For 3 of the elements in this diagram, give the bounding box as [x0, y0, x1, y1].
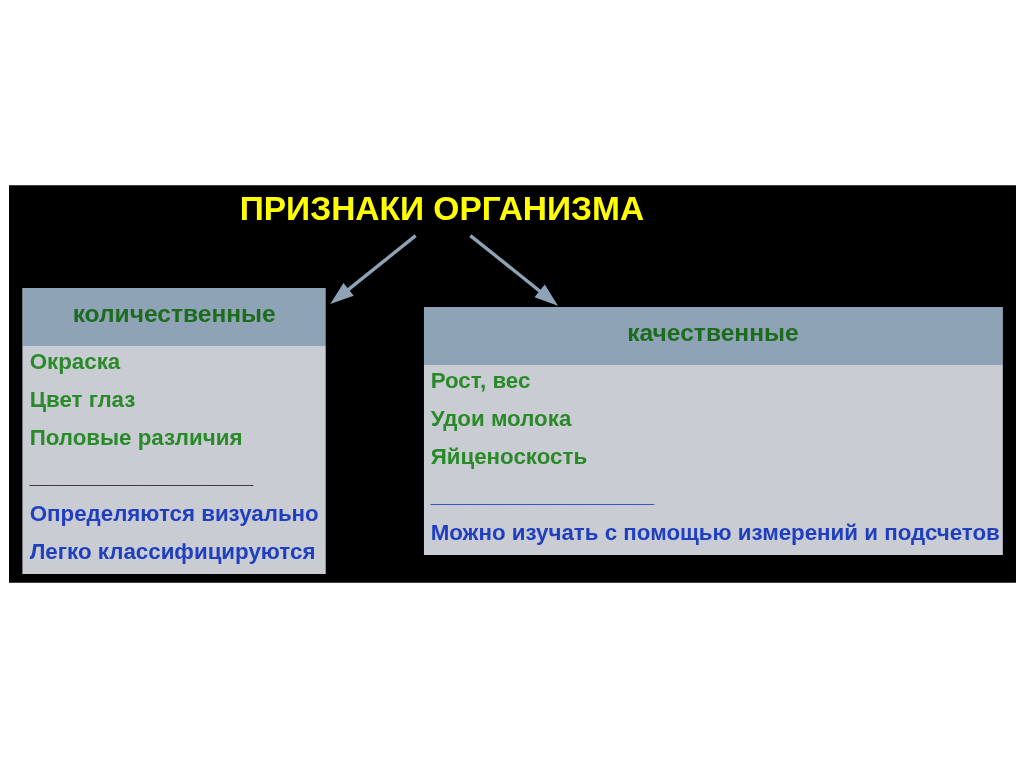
arrow — [468, 233, 558, 306]
node-text: ПРИЗНАКИ ОРГАНИЗМА — [239, 189, 644, 227]
arrow — [329, 233, 417, 304]
